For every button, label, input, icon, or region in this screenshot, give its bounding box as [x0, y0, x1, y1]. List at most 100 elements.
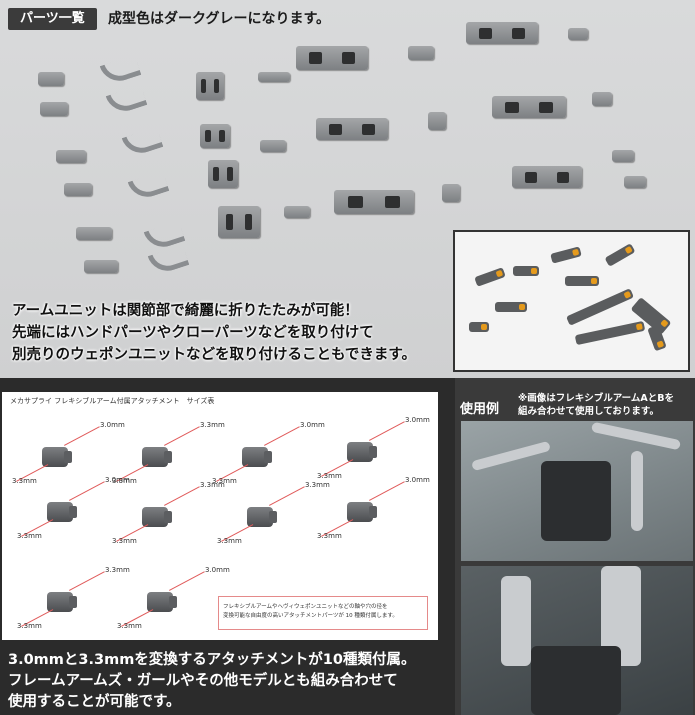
arm-segment [474, 267, 506, 287]
molding-color-note: 成型色はダークグレーになります。 [108, 11, 331, 27]
attachment-part [242, 447, 272, 467]
pin-part [568, 28, 588, 40]
caption-line: アームユニットは関節部で綺麗に折りたたみが可能！ [12, 303, 359, 319]
dimension-label: 3.3mm [112, 477, 137, 485]
caption-line: 3.0mmと3.3mmを変換するアタッチメントが10種類付属。 [8, 652, 416, 668]
caption-line: 先端にはハンドパーツやクローパーツなどを取り付けて [12, 325, 374, 341]
attachment-size-chart: メカサプライ フレキシブルアーム付属アタッチメント サイズ表 3.0mm 3.3m… [2, 392, 438, 640]
dimension-label: 3.3mm [112, 537, 137, 545]
dimension-line [269, 486, 305, 506]
claw-part [99, 54, 142, 87]
attachment-part [47, 502, 77, 522]
joint-block-part [208, 160, 238, 188]
dimension-line [69, 571, 105, 591]
dimension-line [164, 426, 200, 446]
arm-bar-part [316, 118, 388, 140]
dimension-label: 3.0mm [205, 566, 230, 574]
arm-unit-caption: アームユニットは関節部で綺麗に折りたたみが可能！ 先端にはハンドパーツやクローパ… [12, 300, 452, 366]
dimension-label: 3.3mm [212, 477, 237, 485]
attachment-caption: 3.0mmと3.3mmを変換するアタッチメントが10種類付属。 フレームアームズ… [8, 650, 448, 713]
arm-segment [550, 246, 582, 264]
arm-bar-part [466, 22, 538, 44]
attachment-part [142, 447, 172, 467]
note-line: 変換可能な自由度の高いアタッチメントパーツが 10 種類付属します。 [223, 613, 398, 619]
connector-part [64, 183, 92, 196]
usage-photo-2 [461, 566, 693, 715]
joint-block-part [196, 72, 224, 100]
dimension-label: 3.3mm [317, 532, 342, 540]
pin-part [408, 46, 434, 60]
dimension-label: 3.3mm [105, 566, 130, 574]
usage-example-note: ※画像はフレキシブルアームAとBを 組み合わせて使用しております。 [518, 392, 693, 418]
claw-part [121, 126, 164, 159]
arm-bar-part [512, 166, 582, 188]
pin-part [442, 184, 460, 202]
robot-body [531, 646, 621, 715]
dimension-label: 3.3mm [317, 472, 342, 480]
robot-arm [471, 440, 551, 472]
dimension-line [64, 426, 100, 446]
dimension-line [69, 481, 105, 501]
dimension-label: 3.3mm [305, 481, 330, 489]
arm-bar-part [296, 46, 368, 70]
attachment-part [147, 592, 177, 612]
dimension-label: 3.3mm [17, 532, 42, 540]
caption-line: 別売りのウェポンユニットなどを取り付けることもできます。 [12, 347, 416, 363]
attachment-part [347, 502, 377, 522]
arm-segment [495, 302, 527, 312]
usage-example-title: 使用例 [460, 402, 500, 417]
robot-arm [501, 576, 531, 666]
joint-block-part [200, 124, 230, 148]
dimension-label: 3.0mm [300, 421, 325, 429]
claw-part [147, 244, 190, 277]
dimension-line [264, 426, 300, 446]
attachment-part [347, 442, 377, 462]
dimension-line [369, 421, 405, 441]
attachment-part [42, 447, 72, 467]
caption-line: 使用することが可能です。 [8, 694, 181, 710]
pin-part [260, 140, 286, 152]
connector-part [40, 102, 68, 116]
pin-part [592, 92, 612, 106]
arm-segment [604, 243, 636, 267]
connector-part [76, 227, 112, 240]
dimension-label: 3.3mm [217, 537, 242, 545]
claw-part [105, 84, 148, 117]
attachment-part [142, 507, 172, 527]
dimension-label: 3.3mm [200, 421, 225, 429]
arm-segment [574, 320, 646, 346]
dimension-label: 3.0mm [100, 421, 125, 429]
arm-bar-part [492, 96, 566, 118]
robot-body [541, 461, 611, 541]
parts-list-panel: パーツ一覧 成型色はダークグレーになります。 [0, 0, 695, 378]
attachment-part [47, 592, 77, 612]
claw-part [127, 170, 170, 203]
arm-segment [565, 288, 635, 326]
joint-block-part [218, 206, 260, 238]
note-line: 組み合わせて使用しております。 [518, 406, 659, 417]
robot-arm [590, 421, 682, 451]
robot-arm [631, 451, 643, 531]
pin-part [612, 150, 634, 162]
usage-photo-1 [461, 421, 693, 561]
note-line: ※画像はフレキシブルアームAとBを [518, 393, 674, 404]
dimension-label: 3.0mm [405, 416, 430, 424]
arm-bar-part [334, 190, 414, 214]
parts-list-tag: パーツ一覧 [8, 8, 97, 30]
note-line: フレキシブルアームやヘヴィウェポンユニットなどの軸や穴の径を [223, 604, 388, 610]
dimension-line [164, 486, 200, 506]
dimension-label: 3.3mm [12, 477, 37, 485]
connector-part [56, 150, 86, 163]
arm-segment [469, 322, 489, 332]
dimension-line [169, 571, 205, 591]
assembled-arms-photo [453, 230, 690, 372]
dimension-line [369, 481, 405, 501]
dimension-label: 3.3mm [17, 622, 42, 630]
pin-part [624, 176, 646, 188]
connector-part [84, 260, 118, 273]
attachment-part [247, 507, 277, 527]
pin-part [258, 72, 290, 82]
dimension-label: 3.3mm [200, 481, 225, 489]
size-chart-note: フレキシブルアームやヘヴィウェポンユニットなどの軸や穴の径を 変換可能な自由度の… [218, 596, 428, 630]
size-chart-title: メカサプライ フレキシブルアーム付属アタッチメント サイズ表 [10, 397, 215, 405]
